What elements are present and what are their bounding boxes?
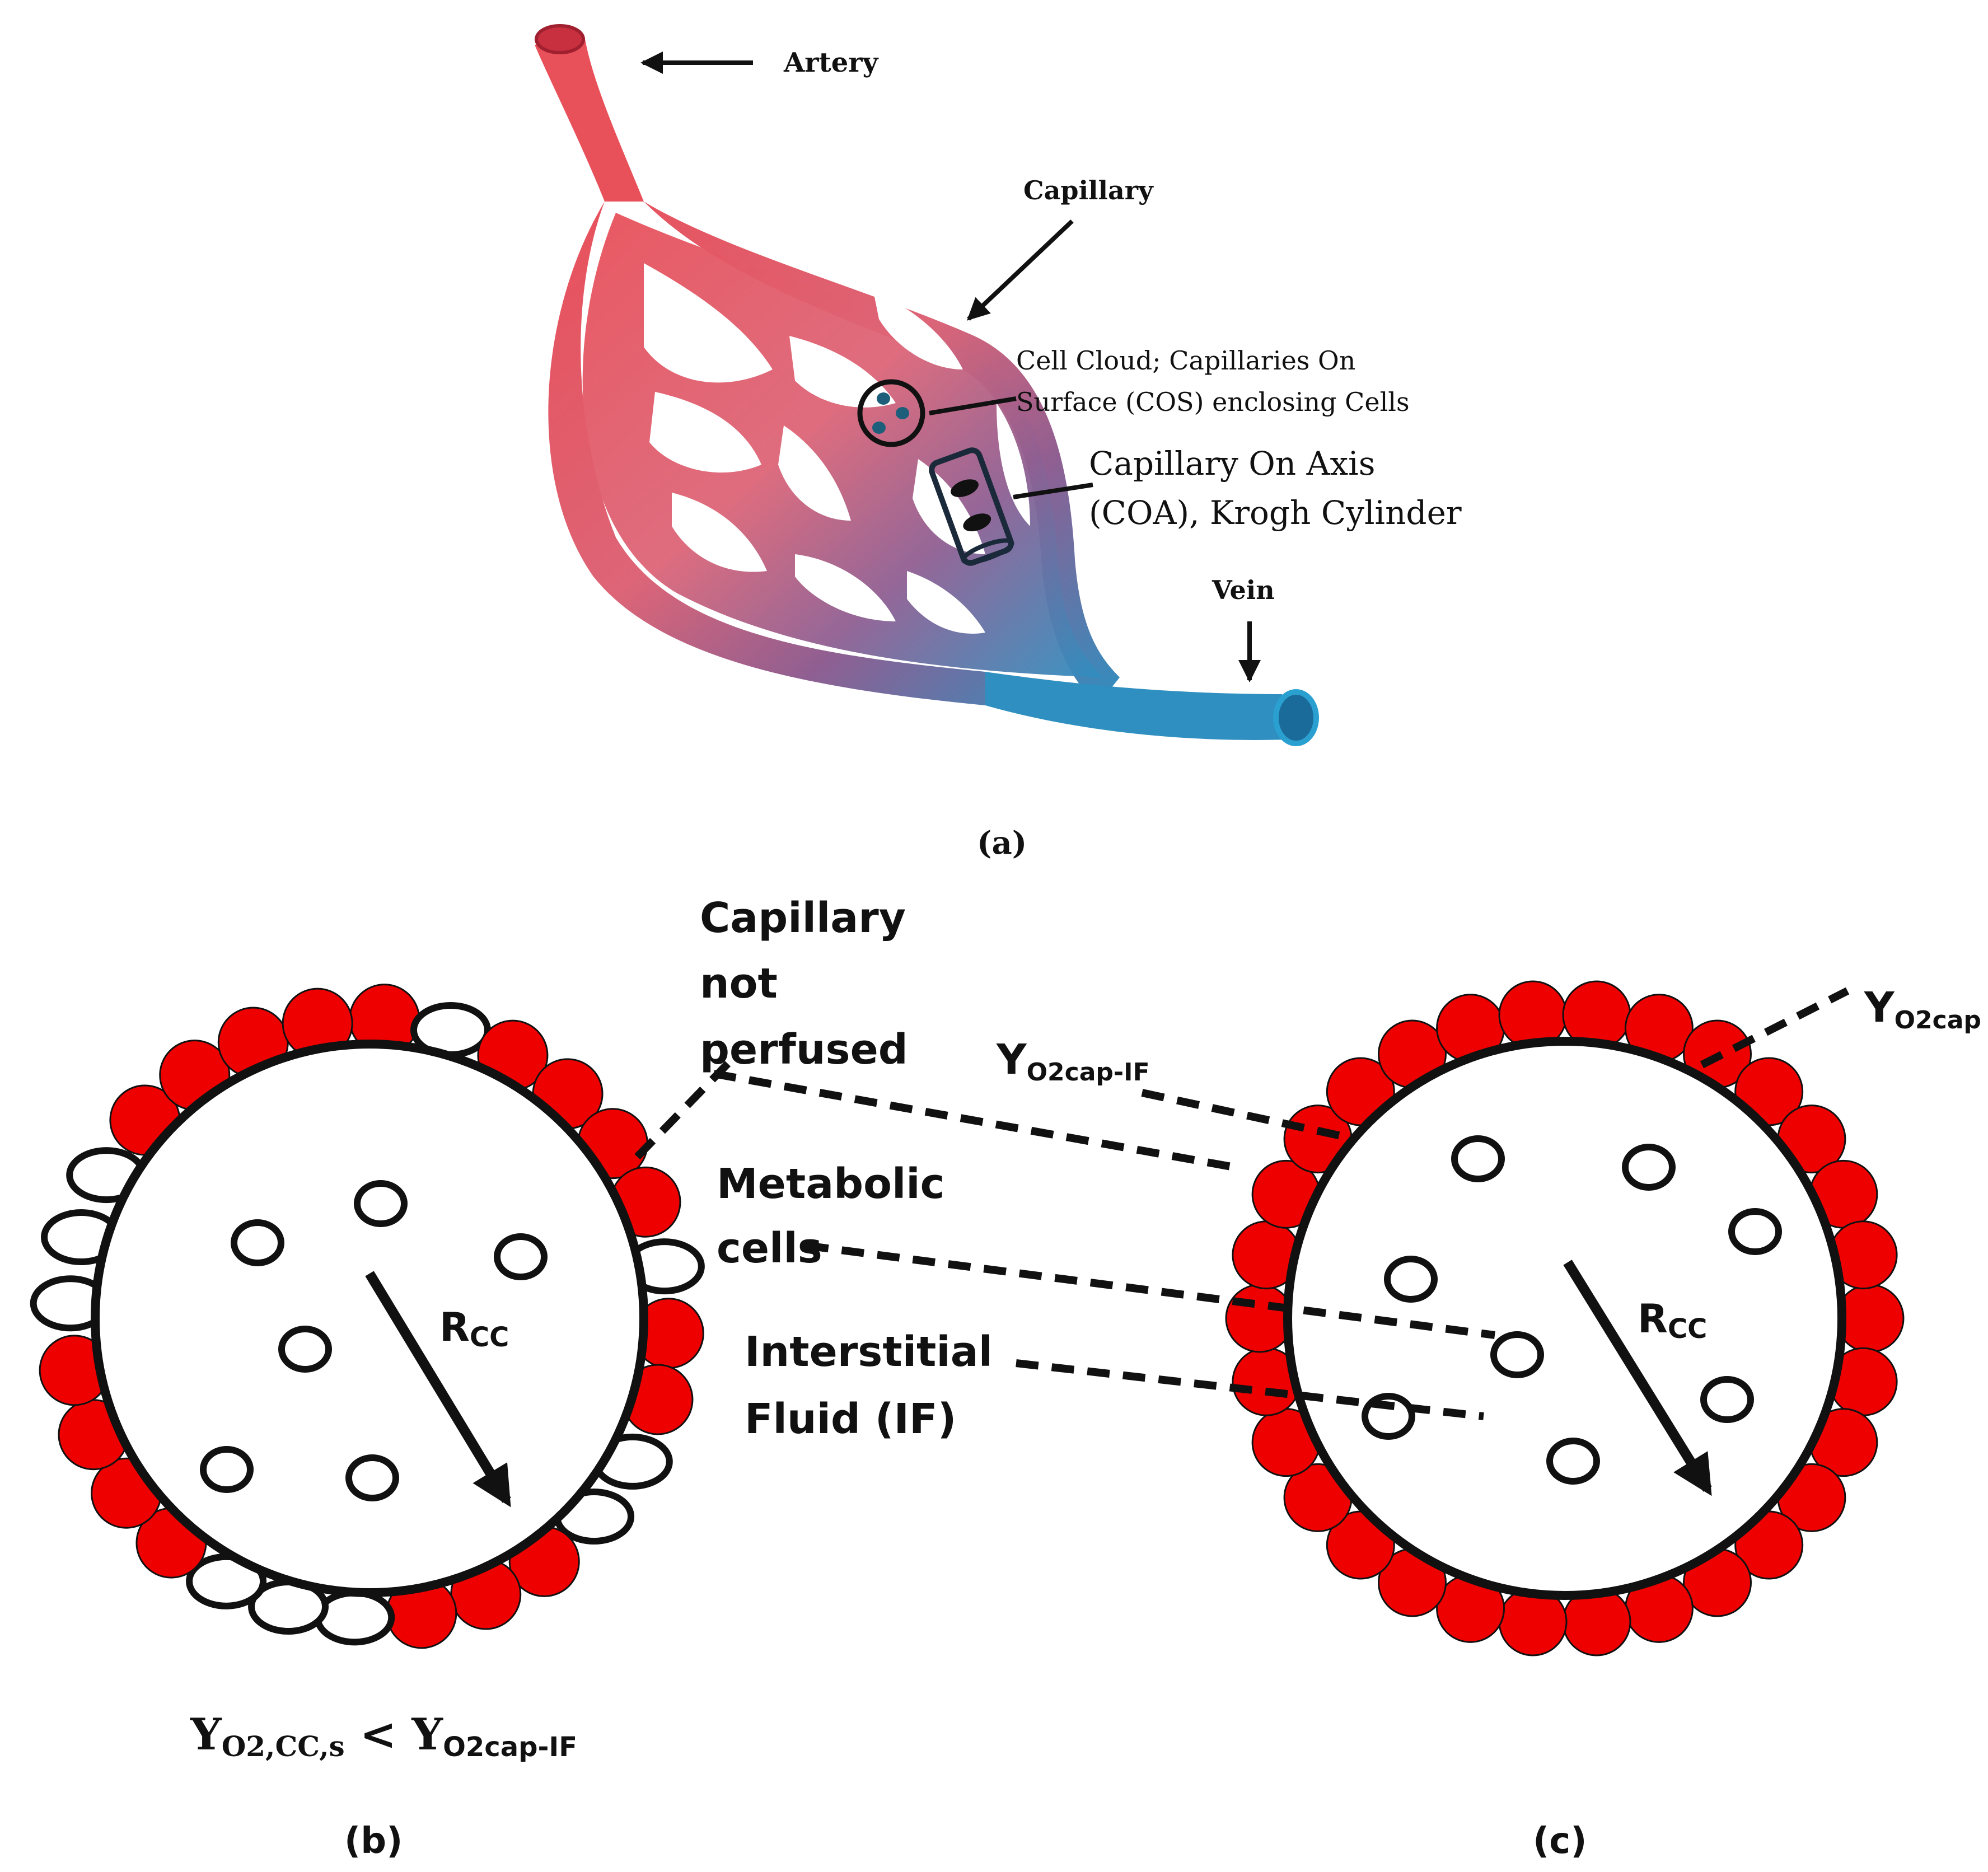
coa-krogh-cylinder-icon bbox=[929, 447, 1014, 566]
cos-leader-line bbox=[929, 396, 1017, 415]
cos-cell-cloud-icon bbox=[857, 379, 925, 447]
capillary-not-perfused-line1: Capillary bbox=[700, 894, 906, 942]
not-perfused-to-c-leader bbox=[713, 1070, 1236, 1171]
capillary-arrow bbox=[967, 219, 1074, 321]
metabolic-cell bbox=[345, 1454, 399, 1501]
metabolic-cells-line2: cells bbox=[717, 1224, 822, 1272]
vein-vessel bbox=[985, 672, 1304, 740]
interstitial-fluid-line1: Interstitial bbox=[745, 1328, 993, 1376]
panel-c-radius-arrow bbox=[1563, 1260, 1712, 1496]
capillary-not-perfused-line3: perfused bbox=[700, 1026, 908, 1074]
cos-label-line1: Cell Cloud; Capillaries On bbox=[1016, 345, 1355, 376]
non-perfused-capillary bbox=[314, 1589, 395, 1646]
y-o2cap-if-label: YO2cap-IF bbox=[996, 1036, 1150, 1087]
metabolic-cell bbox=[494, 1233, 548, 1280]
panel-b-metabolic-cells bbox=[200, 1180, 548, 1501]
y-o2cap-leader bbox=[1700, 987, 1850, 1069]
metabolic-cell bbox=[1728, 1208, 1782, 1255]
panel-b-cell-cloud bbox=[91, 1040, 648, 1597]
vein-opening bbox=[1273, 689, 1319, 746]
metabolic-cell bbox=[278, 1326, 332, 1373]
metabolic-cell bbox=[200, 1446, 254, 1493]
artery-opening bbox=[535, 24, 585, 54]
panel-b-radius-arrow bbox=[365, 1271, 511, 1508]
metabolic-cell bbox=[231, 1219, 284, 1266]
y-o2cap-label: YO2cap bbox=[1864, 984, 1981, 1035]
vein-label: Vein bbox=[1211, 575, 1275, 605]
panel-c-radius-label: RCC bbox=[1638, 1296, 1707, 1345]
artery-vessel bbox=[535, 39, 644, 202]
metabolic-cells-to-c-leader bbox=[806, 1242, 1495, 1339]
metabolic-cell bbox=[1700, 1376, 1754, 1423]
coa-leader-line bbox=[1013, 483, 1093, 499]
cross-panel-leaders bbox=[713, 1070, 1495, 1420]
artery-label: Artery bbox=[783, 47, 880, 78]
metabolic-cell bbox=[354, 1180, 408, 1227]
panel-b-radius-label: RCC bbox=[439, 1304, 509, 1353]
capillary-not-perfused-leader bbox=[626, 1061, 731, 1167]
coa-label-line1: Capillary On Axis bbox=[1089, 444, 1376, 483]
panel-c: RCC YO2cap-IF YO2cap (c) bbox=[996, 980, 1981, 1862]
panel-c-cell-cloud bbox=[1283, 1037, 1846, 1600]
panel-c-metabolic-cells bbox=[1362, 1135, 1782, 1485]
metabolic-cell bbox=[1451, 1135, 1505, 1182]
interstitial-fluid-line2: Fluid (IF) bbox=[745, 1395, 956, 1443]
interstitial-to-c-leader bbox=[1016, 1359, 1484, 1420]
oxygen-saturation-inequality: YO2,CC,s < YO2cap-IF bbox=[190, 1709, 577, 1763]
metabolic-cell bbox=[1490, 1331, 1544, 1378]
caption-b: (b) bbox=[344, 1820, 403, 1862]
panel-b: RCC Capillary not perfused Metabolic cel… bbox=[30, 894, 993, 1862]
metabolic-cell bbox=[1546, 1438, 1600, 1485]
caption-c: (c) bbox=[1533, 1820, 1587, 1862]
capillary-not-perfused-line2: not bbox=[700, 960, 778, 1008]
metabolic-cell bbox=[1622, 1144, 1676, 1191]
metabolic-cell bbox=[1384, 1256, 1438, 1303]
caption-a: (a) bbox=[977, 825, 1027, 862]
capillary-bed-illustration bbox=[535, 24, 1319, 746]
cos-label-line2: Surface (COS) enclosing Cells bbox=[1016, 387, 1410, 417]
capillary-label: Capillary bbox=[1023, 175, 1154, 205]
panel-a: Artery Capillary Cell Cloud; Capillaries… bbox=[535, 24, 1462, 862]
coa-label-line2: (COA), Krogh Cylinder bbox=[1089, 494, 1462, 532]
metabolic-cells-line1: Metabolic bbox=[717, 1160, 945, 1208]
